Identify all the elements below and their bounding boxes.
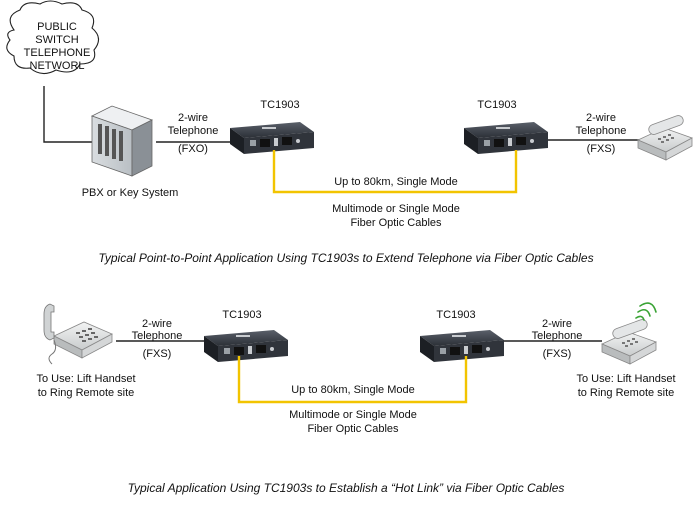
left-use-line-2: to Ring Remote site bbox=[38, 387, 135, 399]
tc1903-device-left bbox=[230, 122, 314, 154]
fiber-type-1a: Multimode or Single Mode bbox=[332, 203, 460, 215]
left-wire-label-1: 2-wire bbox=[142, 318, 172, 330]
cloud-line-1: PUBLIC bbox=[37, 21, 77, 33]
fiber-distance-2: Up to 80km, Single Mode bbox=[291, 384, 415, 396]
fxo-wire-label-2: Telephone bbox=[168, 125, 219, 137]
fxs-wire-1-label-1: 2-wire bbox=[586, 112, 616, 124]
right-wire-label-3: (FXS) bbox=[543, 348, 572, 360]
left-use-line-1: To Use: Lift Handset bbox=[36, 373, 135, 385]
fxs-wire-1-label-2: Telephone bbox=[576, 125, 627, 137]
telephone-ringing-icon bbox=[601, 317, 657, 365]
fiber-type-2b: Fiber Optic Cables bbox=[307, 423, 399, 435]
right-wire-label-1: 2-wire bbox=[542, 318, 572, 330]
telephone-icon-1 bbox=[637, 113, 693, 161]
left-wire-label-2: Telephone bbox=[132, 330, 183, 342]
fxo-wire-label-3: (FXO) bbox=[178, 143, 208, 155]
left-wire-label-3: (FXS) bbox=[143, 348, 172, 360]
fxo-wire-label-1: 2-wire bbox=[178, 112, 208, 124]
fiber-type-1b: Fiber Optic Cables bbox=[350, 217, 442, 229]
caption-2: Typical Application Using TC1903s to Est… bbox=[128, 481, 565, 495]
fiber-type-2a: Multimode or Single Mode bbox=[289, 409, 417, 421]
device-right-label-2: TC1903 bbox=[436, 309, 475, 321]
cloud-line-3: TELEPHONE bbox=[24, 47, 91, 59]
tc1903-device-right-2 bbox=[420, 330, 504, 362]
cloud-icon bbox=[6, 0, 100, 75]
device-left-label-2: TC1903 bbox=[222, 309, 261, 321]
tc1903-device-right bbox=[464, 122, 548, 154]
ring-signal-icon bbox=[635, 302, 657, 321]
right-use-line-2: to Ring Remote site bbox=[578, 387, 675, 399]
right-use-line-1: To Use: Lift Handset bbox=[576, 373, 675, 385]
caption-1: Typical Point-to-Point Application Using… bbox=[98, 251, 593, 265]
cloud-line-2: SWITCH bbox=[35, 34, 78, 46]
fiber-cable-2 bbox=[237, 356, 468, 404]
device-left-label: TC1903 bbox=[260, 99, 299, 111]
device-right-label: TC1903 bbox=[477, 99, 516, 111]
pbx-label: PBX or Key System bbox=[82, 187, 179, 199]
fiber-distance-1: Up to 80km, Single Mode bbox=[334, 176, 458, 188]
cloud-line-4: NETWORL bbox=[30, 60, 85, 72]
telephone-lifted-icon bbox=[43, 303, 113, 365]
pbx-icon bbox=[90, 105, 154, 177]
fxs-wire-1-label-3: (FXS) bbox=[587, 143, 616, 155]
tc1903-device-left-2 bbox=[204, 330, 288, 362]
pstn-wire bbox=[43, 86, 98, 143]
right-wire-label-2: Telephone bbox=[532, 330, 583, 342]
fiber-cable-1 bbox=[272, 150, 518, 194]
